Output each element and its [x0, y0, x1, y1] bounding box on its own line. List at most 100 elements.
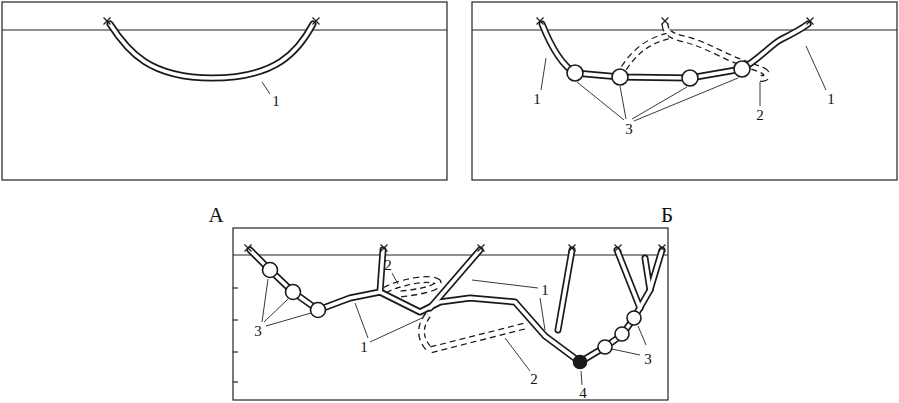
drawing-line	[472, 29, 897, 30]
tunnel-stroke	[422, 315, 526, 350]
callout-number: 1	[826, 92, 836, 107]
exit-cross	[537, 18, 544, 25]
tunnel-stroke	[250, 250, 662, 362]
drawing-line	[355, 303, 368, 338]
callout-number: 1	[359, 340, 369, 355]
tunnels	[110, 24, 808, 362]
tunnel-stroke	[422, 315, 526, 350]
exit-cross	[104, 18, 111, 25]
leader-lines	[262, 46, 826, 385]
exit-cross	[313, 18, 320, 25]
exit-cross	[381, 245, 388, 252]
callout-number: 1	[540, 283, 550, 298]
drawing-line	[638, 326, 646, 345]
exit-cross	[807, 18, 814, 25]
drawing-line	[620, 86, 626, 119]
callout-number: 4	[578, 386, 588, 401]
exit-cross	[245, 245, 252, 252]
drawing-line	[266, 313, 311, 326]
drawing-line	[806, 46, 826, 90]
panel-label: А	[207, 205, 224, 226]
exit-cross	[104, 18, 111, 25]
tunnel-stroke	[110, 24, 313, 78]
tunnel-stroke	[250, 250, 662, 362]
drawing-line	[264, 299, 288, 322]
nest-chamber	[734, 61, 750, 77]
nest-chamber	[567, 65, 583, 81]
tunnel-stroke	[620, 36, 668, 75]
nest-chamber	[286, 285, 301, 300]
callout-number: 3	[253, 324, 263, 339]
callout-number: 2	[529, 372, 539, 387]
exit-cross	[569, 245, 576, 252]
drawing-line	[392, 273, 398, 284]
exit-crosses	[104, 18, 814, 252]
exit-cross	[381, 245, 388, 252]
callout-number: 2	[755, 108, 765, 123]
drawing-line	[233, 254, 668, 255]
callout-number: 1	[532, 92, 542, 107]
tunnel-stroke	[380, 250, 383, 292]
panel-frame	[2, 2, 447, 180]
exit-cross	[478, 245, 485, 252]
drawing-line	[233, 381, 238, 382]
chambers	[263, 61, 751, 369]
drawing-line	[540, 298, 545, 330]
drawing-line	[632, 87, 687, 119]
tunnel-stroke	[620, 36, 668, 75]
nest-chamber	[598, 340, 612, 354]
drawing-line	[577, 82, 624, 120]
tunnel-stroke	[430, 250, 480, 308]
panel-frame	[472, 2, 897, 180]
drawing-line	[262, 82, 270, 94]
exit-cross	[478, 245, 485, 252]
tunnel-stroke	[110, 24, 313, 78]
tunnel-stroke	[380, 250, 383, 292]
exit-cross	[659, 245, 666, 252]
drawing-line	[2, 29, 447, 30]
drawing-line	[541, 58, 546, 90]
drawing-line	[370, 318, 422, 342]
exit-cross	[662, 18, 669, 25]
drawing-line	[581, 371, 582, 385]
exit-cross	[659, 245, 666, 252]
tunnel-stroke	[385, 280, 438, 294]
tunnel-stroke	[645, 258, 650, 290]
exit-cross	[807, 18, 814, 25]
nest-chamber	[682, 70, 698, 86]
exit-cross	[615, 245, 622, 252]
tunnel-stroke	[617, 250, 640, 308]
tunnel-stroke	[558, 250, 572, 330]
drawing-line	[472, 280, 538, 288]
callout-number: 2	[383, 258, 393, 273]
panel-frame	[233, 228, 668, 400]
nest-chamber	[311, 303, 326, 318]
exit-cross	[569, 245, 576, 252]
tunnel-stroke	[385, 280, 438, 294]
nest-chamber	[263, 263, 278, 278]
exit-cross	[313, 18, 320, 25]
panel-label: Б	[660, 205, 674, 226]
drawing-line	[233, 319, 238, 320]
callout-number: 3	[624, 122, 634, 137]
drawing-line	[612, 349, 640, 355]
tunnel-stroke	[617, 250, 640, 308]
nest-chamber	[574, 356, 587, 369]
drawing-line	[233, 351, 238, 352]
drawing-line	[233, 287, 238, 288]
drawing-line	[505, 338, 530, 371]
drawing-line	[262, 279, 268, 322]
exit-cross	[662, 18, 669, 25]
nest-chamber	[615, 327, 629, 341]
drawing-line	[634, 78, 738, 121]
nest-chamber	[612, 69, 628, 85]
tunnel-stroke	[645, 258, 650, 290]
exit-cross	[537, 18, 544, 25]
callout-number: 1	[271, 94, 281, 109]
drawing-line	[760, 82, 761, 106]
tunnel-stroke	[558, 250, 572, 330]
exit-cross	[245, 245, 252, 252]
